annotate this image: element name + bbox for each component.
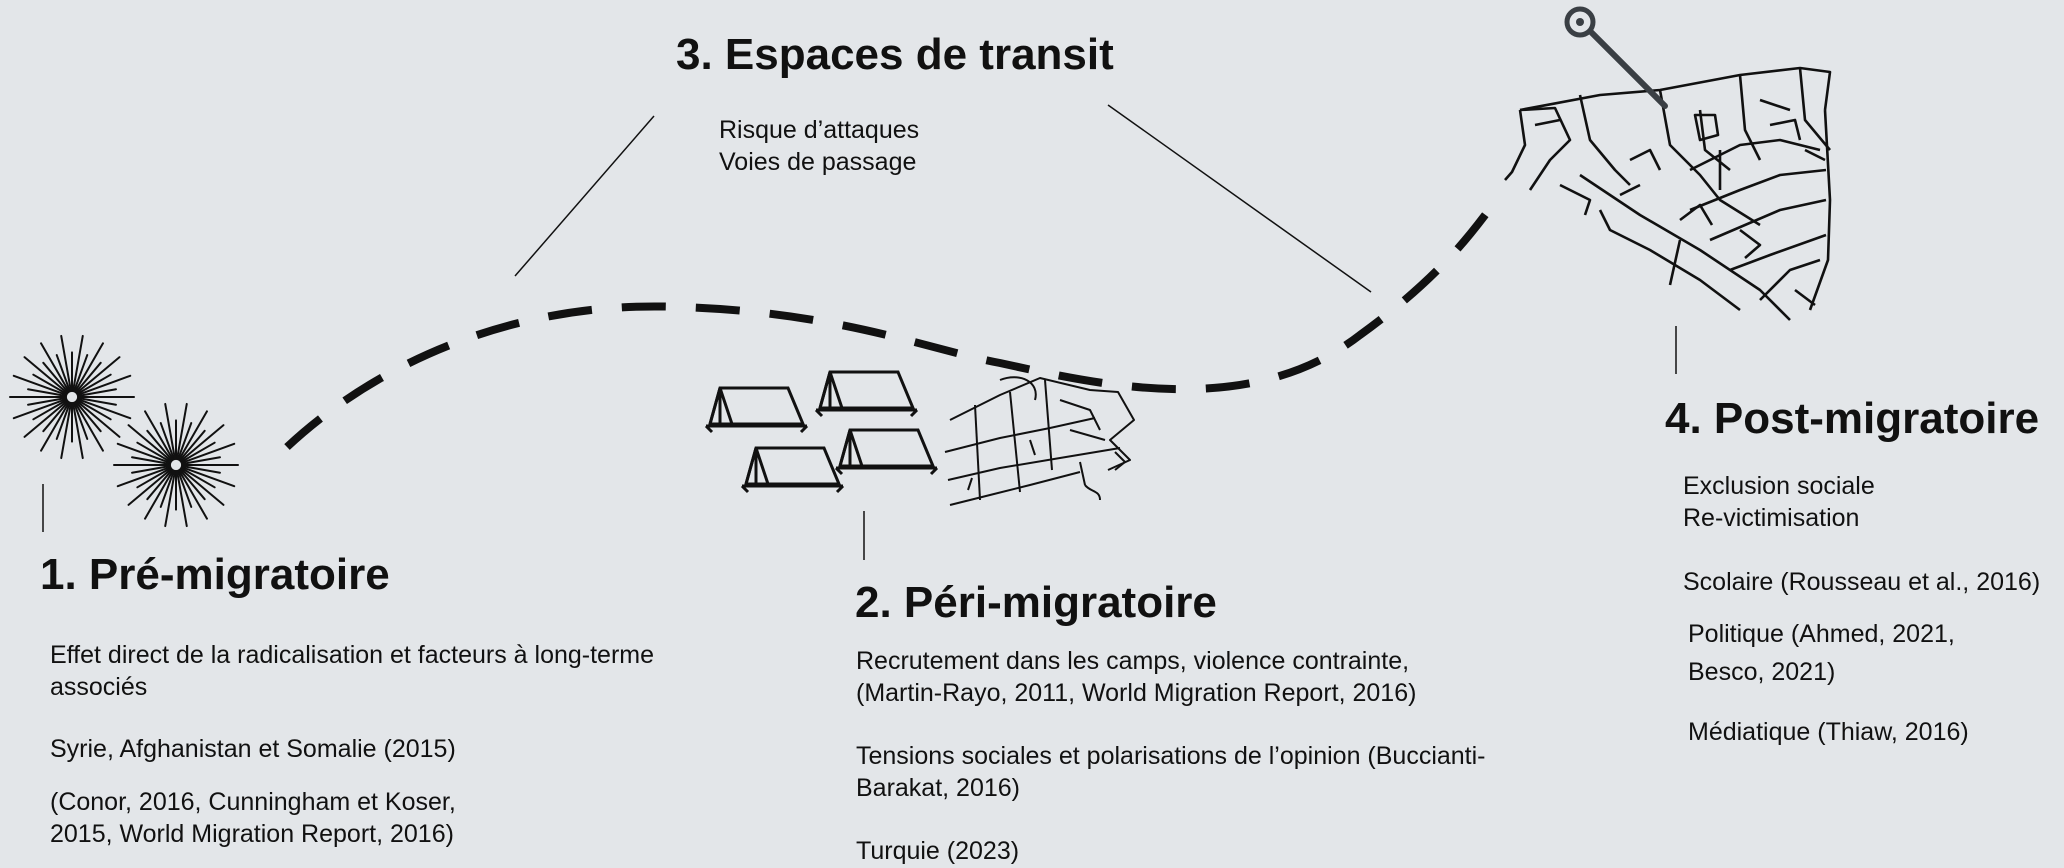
tent-icon	[740, 446, 845, 494]
post-political: Politique (Ahmed, 2021,	[1688, 620, 1955, 648]
peri-text: Recrutement dans les camps, violence con…	[856, 647, 1410, 675]
post-text: Re-victimisation	[1683, 504, 1860, 532]
pre-text: associés	[50, 673, 148, 701]
transit-text: Risque d’attaques	[719, 116, 920, 144]
migration-path	[284, 202, 1497, 450]
pre-reference: 2015, World Migration Report, 2016)	[50, 820, 454, 848]
transit-text: Voies de passage	[719, 148, 917, 176]
map-pin-icon	[1564, 6, 1668, 109]
post-media: Médiatique (Thiaw, 2016)	[1688, 718, 1969, 746]
peri-text: Tensions sociales et polarisations de l’…	[856, 742, 1486, 770]
peri-title: 2. Péri-migratoire	[855, 578, 1217, 627]
pre-reference: (Conor, 2016, Cunningham et Koser,	[50, 788, 456, 816]
transit-title: 3. Espaces de transit	[676, 30, 1114, 79]
post-text: Exclusion sociale	[1683, 472, 1875, 500]
street-map-icon	[944, 376, 1135, 506]
explosion-icon	[9, 334, 135, 460]
peri-text: Barakat, 2016)	[856, 774, 1020, 802]
peri-text: (Martin-Rayo, 2011, World Migration Repo…	[856, 679, 1417, 707]
peri-country: Turquie (2023)	[856, 837, 1020, 865]
tent-icon	[834, 428, 939, 476]
tent-icon	[704, 386, 809, 434]
post-school: Scolaire (Rousseau et al., 2016)	[1683, 568, 2041, 596]
post-political: Besco, 2021)	[1688, 658, 1836, 686]
pre-countries: Syrie, Afghanistan et Somalie (2015)	[50, 735, 456, 763]
pre-title: 1. Pré-migratoire	[40, 550, 390, 599]
transit-connector-right	[1107, 104, 1372, 293]
explosion-icon	[113, 402, 239, 528]
pre-text: Effet direct de la radicalisation et fac…	[50, 641, 655, 669]
post-title: 4. Post-migratoire	[1665, 394, 2040, 443]
street-map-icon	[1504, 66, 1832, 321]
tent-icon	[814, 370, 919, 418]
transit-connector-left	[514, 115, 655, 277]
